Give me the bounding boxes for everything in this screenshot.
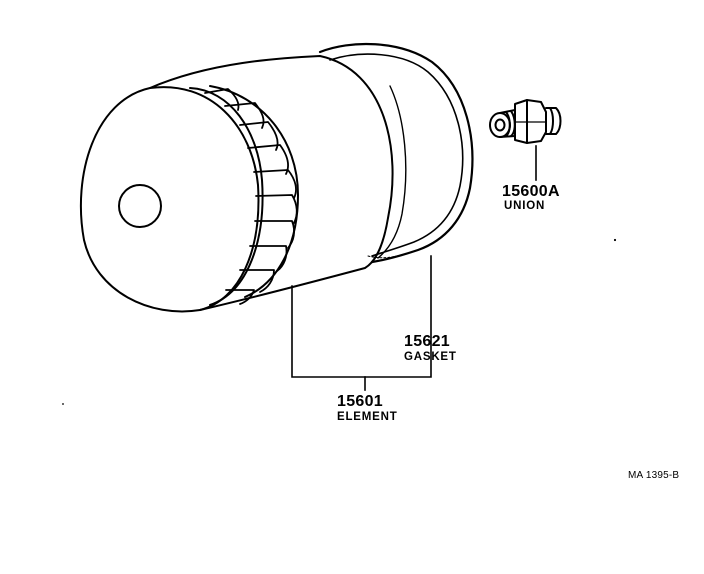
callout-lines [291,145,537,391]
union-rear-stub [545,107,562,135]
grip-flutes [204,88,298,305]
grip-flute [239,121,279,151]
gasket [318,42,474,264]
union-bore [494,118,506,132]
figure-reference: MA 1395-B [628,470,680,481]
scan-specks [62,238,617,405]
element-front-face [79,86,260,313]
union-thread [505,111,511,137]
gasket-inner-ring [329,53,464,257]
gasket-seal-lip [377,85,407,259]
part-number-union: 15600A [502,183,560,200]
grip-flute [254,220,295,249]
grip-flute [247,144,289,175]
grip-flute [225,289,255,305]
grip-flute [239,269,275,293]
part-number-element: 15601 [337,393,383,410]
grip-band-outer [209,85,299,298]
gasket-outer-ring [318,42,474,264]
union-fitting [489,99,562,144]
element-body-outline [149,55,394,311]
filter-element [79,55,394,313]
union-hex-nut [514,99,547,144]
grip-flute [255,194,298,224]
part-number-gasket: 15621 [404,333,450,350]
part-name-gasket: GASKET [404,351,457,363]
part-name-element: ELEMENT [337,411,398,423]
grip-flute [204,88,240,111]
union-thread [549,107,554,135]
gasket-seal-lip-shade [367,253,405,259]
element-center-hole [118,184,162,228]
grip-flute [249,245,288,272]
part-name-union: UNION [504,200,546,212]
grip-flute [224,102,265,129]
element-bracket-line [291,255,432,378]
grip-flute [253,169,297,199]
speck [613,238,617,242]
speck [62,403,64,405]
grip-band-inner [189,87,264,306]
